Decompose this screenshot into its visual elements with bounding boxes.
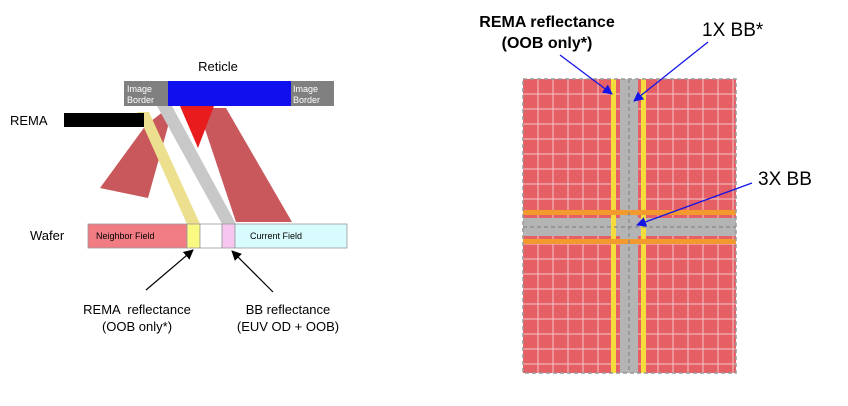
reticle-red-wedge [180, 106, 214, 148]
rema-reflectance-title-line1: REMA reflectance [479, 14, 615, 31]
image-border-left-line1: Image [127, 84, 152, 94]
image-border-right [291, 81, 334, 106]
rema-vertical-left-over [611, 79, 616, 210]
bb-zone [221, 223, 236, 249]
rema-reflectance-title-line2: (OOB only*) [502, 35, 593, 52]
right-beam [198, 108, 292, 222]
rema-reflection-band [137, 112, 200, 224]
rema-reflectance-arrow [145, 249, 194, 291]
bb-reflectance-caption-line1: BB reflectance [246, 302, 331, 317]
image-border-right-line2: Border [293, 95, 320, 105]
image-border-left [124, 81, 168, 106]
bb-1x-label: 1X BB* [702, 20, 764, 41]
neighbor-field [87, 223, 188, 249]
rema-blade [64, 113, 144, 127]
wafer-label: Wafer [30, 228, 65, 243]
reticle-label: Reticle [198, 59, 238, 74]
right-diagram: REMA reflectance (OOB only*) 1X BB* 3X B… [479, 14, 812, 374]
current-field [234, 223, 348, 249]
rema-vertical-left-over2 [611, 244, 616, 373]
rema-vertical-right-over2 [641, 244, 646, 373]
rema-vertical-right-over [641, 79, 646, 210]
bb-1x-pointer [633, 41, 709, 102]
bb-3x-pointer [636, 182, 753, 227]
rema-label: REMA [10, 113, 48, 128]
bb-3x-label: 3X BB [758, 169, 812, 190]
gap-zone [199, 223, 223, 249]
left-diagram: Reticle Image Border Image Border REMA W… [10, 59, 348, 334]
rema-reflectance-caption-line2: (OOB only*) [102, 319, 172, 334]
image-border-left-line2: Border [127, 95, 154, 105]
rema-zone [186, 223, 201, 249]
die-dashed-border [522, 78, 737, 374]
bb-reflectance-arrow [231, 250, 274, 293]
rema-reflectance-pointer [559, 54, 613, 95]
reticle-pattern [168, 81, 291, 106]
bb-reflectance-caption-line2: (EUV OD + OOB) [237, 319, 339, 334]
current-field-label: Current Field [250, 231, 302, 241]
image-border-right-line1: Image [293, 84, 318, 94]
bb-reflection-band [157, 106, 236, 224]
rema-reflectance-caption-line1: REMA reflectance [83, 302, 191, 317]
rema-vertical-left [611, 79, 616, 373]
neighbor-field-label: Neighbor Field [96, 231, 155, 241]
